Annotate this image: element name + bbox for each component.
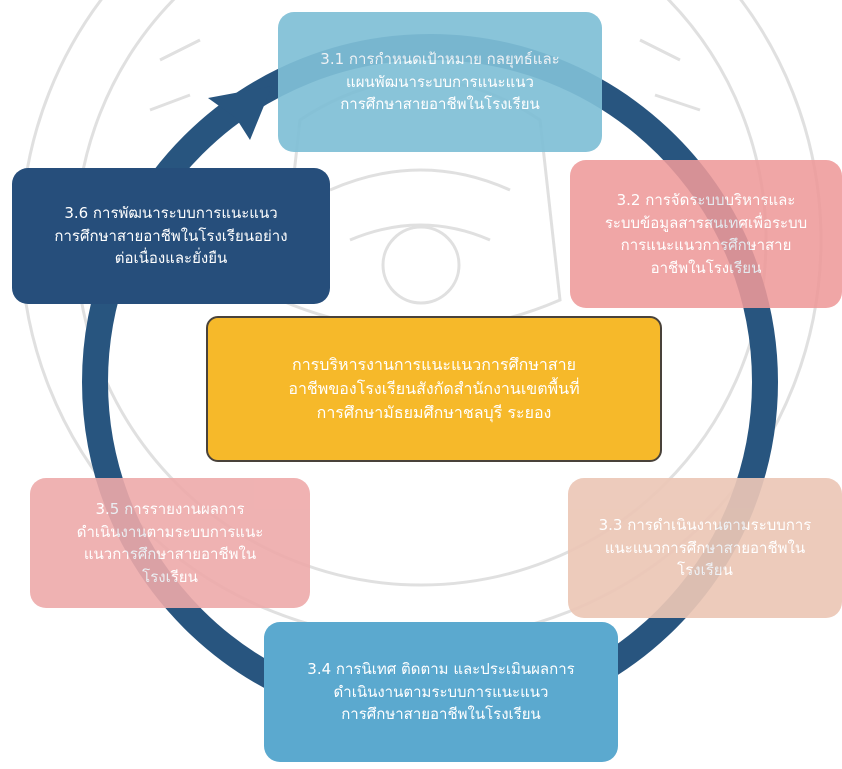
step-3-2-text: 3.2 การจัดระบบบริหารและ ระบบข้อมูลสารสนเ… [604,191,808,277]
step-3-1-goal-strategy-box: 3.1 การกำหนดเป้าหมาย กลยุทธ์และ แผนพัฒนา… [278,12,602,152]
step-3-3-operation-box: 3.3 การดำเนินงานตามระบบการ แนะแนวการศึกษ… [568,478,842,618]
step-3-4-supervision-box: 3.4 การนิเทศ ติดตาม และประเมินผลการ ดำเน… [264,622,618,762]
step-3-4-text: 3.4 การนิเทศ ติดตาม และประเมินผลการ ดำเน… [307,660,575,724]
step-3-5-reporting-box: 3.5 การรายงานผลการ ดำเนินงานตามระบบการแน… [30,478,310,608]
step-3-3-text: 3.3 การดำเนินงานตามระบบการ แนะแนวการศึกษ… [598,516,812,580]
center-topic-text: การบริหารงานการแนะแนวการศึกษาสาย อาชีพขอ… [288,355,580,422]
step-3-5-text: 3.5 การรายงานผลการ ดำเนินงานตามระบบการแน… [76,500,264,586]
cycle-arrowhead [208,86,272,140]
step-3-6-text: 3.6 การพัฒนาระบบการแนะแนว การศึกษาสายอาช… [54,204,288,268]
center-topic-box: การบริหารงานการแนะแนวการศึกษาสาย อาชีพขอ… [206,316,662,462]
step-3-6-development-box: 3.6 การพัฒนาระบบการแนะแนว การศึกษาสายอาช… [12,168,330,304]
step-3-1-text: 3.1 การกำหนดเป้าหมาย กลยุทธ์และ แผนพัฒนา… [320,50,560,114]
step-3-2-management-info-box: 3.2 การจัดระบบบริหารและ ระบบข้อมูลสารสนเ… [570,160,842,308]
